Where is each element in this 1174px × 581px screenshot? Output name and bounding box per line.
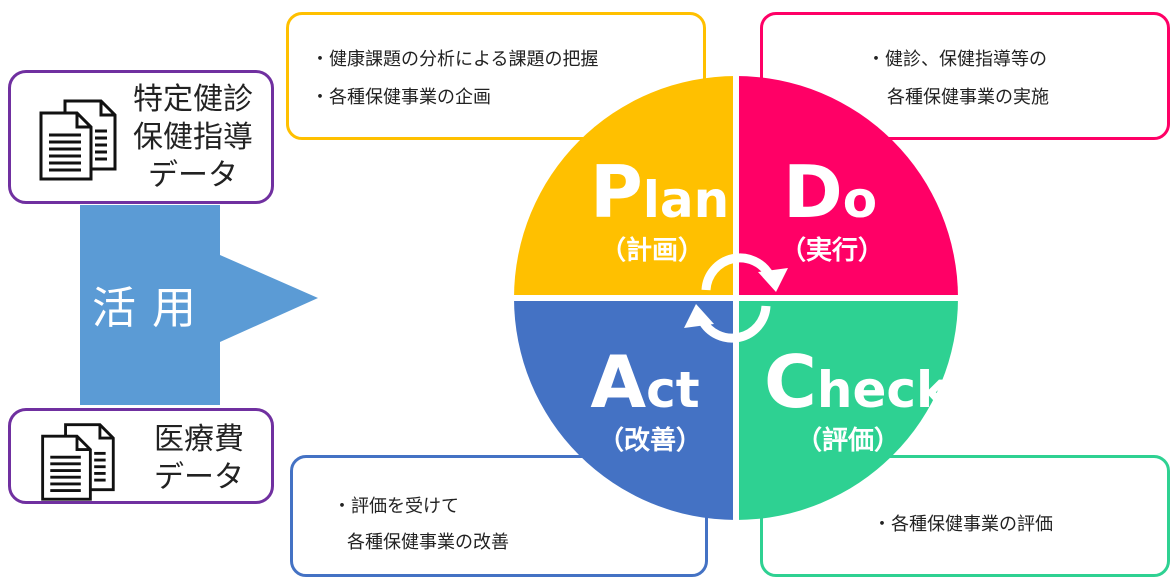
usage-arrow-label: 活用 (92, 283, 212, 334)
act-callout-line: 各種保健事業の改善 (347, 532, 509, 553)
data-label-line: データ (148, 158, 238, 193)
document-icon (39, 99, 117, 181)
data-label-line: 特定健診 (133, 82, 253, 117)
plan-callout-line: ・健康課題の分析による課題の把握 (311, 49, 599, 70)
data-label-line: データ (154, 460, 244, 495)
check-label: （評価） (795, 426, 900, 456)
usage-arrow-shape (80, 205, 318, 405)
cycle-arrow-icon (698, 253, 774, 343)
act-label: （改善） (597, 426, 702, 456)
do-callout-line: ・健診、保健指導等の (867, 49, 1047, 70)
medical-cost-data-box: 医療費 データ (8, 408, 274, 504)
plan-label: （計画） (599, 236, 704, 266)
do-title: Do (782, 150, 878, 234)
do-callout-line: 各種保健事業の実施 (887, 87, 1049, 108)
document-icon (41, 423, 115, 501)
health-checkup-data-box: 特定健診 保健指導 データ (8, 70, 274, 204)
data-label-line: 保健指導 (133, 120, 253, 155)
do-label: （実行） (779, 236, 884, 266)
plan-title: Plan (590, 150, 730, 234)
check-title: Check (764, 340, 950, 424)
data-label-line: 医療費 (154, 422, 244, 457)
check-callout-line: ・各種保健事業の評価 (873, 514, 1053, 535)
act-callout-line: ・評価を受けて (333, 496, 459, 517)
check-quadrant (736, 298, 958, 520)
plan-quadrant (514, 76, 736, 298)
act-title: Act (590, 340, 700, 424)
do-quadrant (736, 76, 958, 298)
act-quadrant (514, 298, 736, 520)
plan-callout-line: ・各種保健事業の企画 (311, 87, 491, 108)
